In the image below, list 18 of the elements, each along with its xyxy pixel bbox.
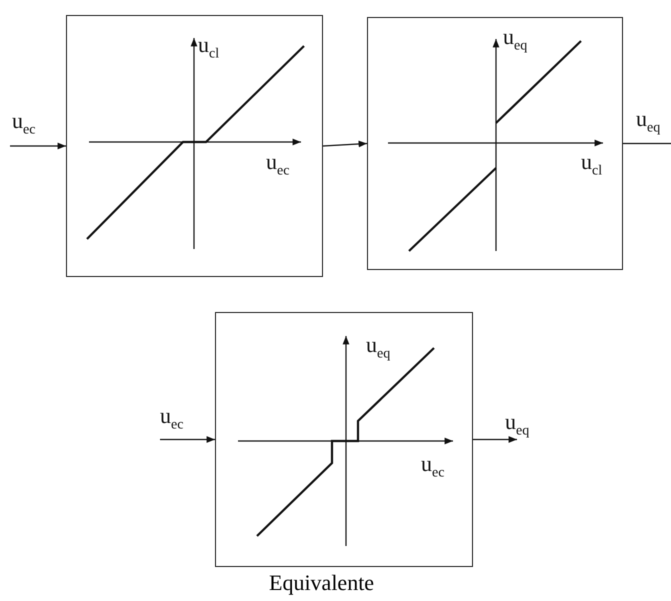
block-box — [215, 312, 473, 567]
axis-label: u$_{cl}$ — [198, 34, 220, 64]
axis-label: u$_{eq}$ — [366, 334, 390, 364]
axis-label: u$_{ec}$ — [421, 453, 444, 482]
axis-label: u$_{cl}$ — [581, 151, 602, 180]
block-box — [66, 15, 323, 277]
block-box — [367, 17, 623, 270]
signal-label: u$_{ec}$ — [12, 110, 36, 140]
axis-label: u$_{ec}$ — [266, 151, 290, 180]
block-caption: Equivalente — [269, 570, 374, 596]
arrow — [10, 142, 66, 150]
signal-label: u$_{eq}$ — [505, 411, 530, 440]
arrow — [160, 436, 215, 443]
signal-label: u$_{eq}$ — [636, 108, 660, 138]
arrow — [473, 436, 517, 443]
arrow — [322, 140, 368, 148]
signal-label: u$_{ec}$ — [160, 405, 184, 434]
axis-label: u$_{eq}$ — [503, 26, 528, 56]
